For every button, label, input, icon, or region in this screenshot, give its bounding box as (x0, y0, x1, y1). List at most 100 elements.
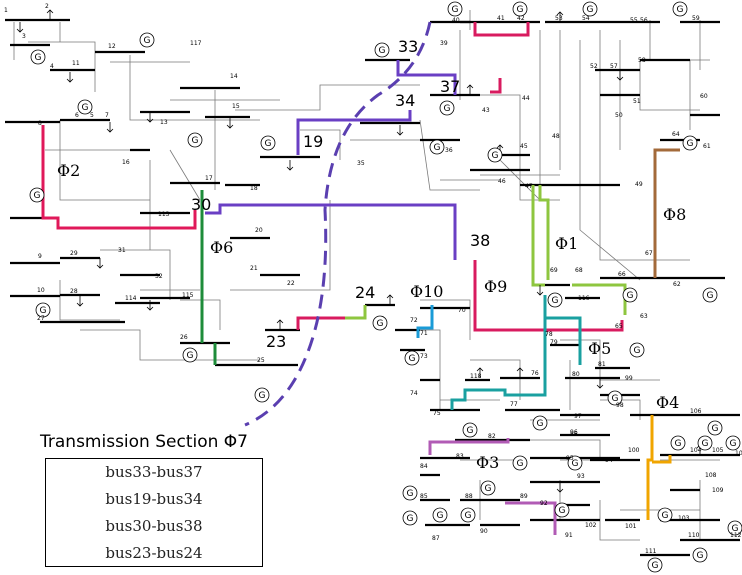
bus-number-label: 4 (50, 63, 54, 70)
bus-number-label: 60 (700, 93, 708, 100)
svg-text:G: G (559, 506, 566, 516)
bus-number-label: 47 (525, 183, 533, 190)
bus-number-label: 110 (688, 532, 700, 539)
generator-icon: G (254, 387, 270, 403)
generator-icon: G (622, 287, 638, 303)
generator-icon: G (35, 302, 51, 318)
generator-icon: G (402, 510, 418, 526)
bus-number-label: 6 (75, 112, 79, 119)
bus-number-label: 109 (712, 487, 724, 494)
generator-icon: G (672, 1, 688, 17)
generator-icon: G (657, 507, 673, 523)
svg-text:G: G (675, 439, 682, 449)
bus-number-label: 61 (703, 143, 711, 150)
svg-text:G: G (409, 354, 416, 364)
bus-number-label: 106 (690, 408, 702, 415)
phi7-line-30-38 (205, 203, 457, 260)
svg-text:G: G (652, 561, 659, 571)
bus-number-label: 74 (410, 390, 418, 397)
legend-box: bus33-bus37 bus19-bus34 bus30-bus38 bus2… (45, 458, 263, 567)
bus-number-label: 93 (577, 473, 585, 480)
bus-number-label: 52 (590, 63, 598, 70)
phi7-line-23-24b (345, 305, 367, 320)
bus-number-label: 92 (540, 500, 548, 507)
bus-number-label: 14 (230, 73, 238, 80)
bus-number-label: 31 (118, 247, 126, 254)
phi7-line-33-37 (396, 60, 457, 95)
bus-number-label: 91 (565, 532, 573, 539)
network-wires (13, 10, 720, 541)
svg-text:G: G (82, 103, 89, 113)
bus-number-label: 18 (250, 185, 258, 192)
load-arrows (16, 9, 704, 493)
bus-number-label: 73 (420, 353, 428, 360)
svg-text:G: G (465, 511, 472, 521)
bus-number-label: 87 (432, 535, 440, 542)
bus-number-label: 20 (255, 227, 263, 234)
svg-text:G: G (452, 5, 459, 15)
generator-icon: G (30, 49, 46, 65)
bus-number-label: 12 (108, 43, 116, 50)
bus-number-label: 99 (625, 375, 633, 382)
bus-number-label: 111 (645, 548, 657, 555)
bus-number-label: 26 (180, 334, 188, 341)
svg-text:G: G (517, 5, 524, 15)
key-bus-labels: 33 37 34 19 30 38 24 23 (191, 37, 490, 351)
generator-icon: G (439, 100, 455, 116)
generator-icon: G (725, 435, 741, 451)
bus-number-label: 35 (357, 160, 365, 167)
bus-number-label: 25 (257, 357, 265, 364)
bus-number-label: 29 (70, 250, 78, 257)
svg-text:G: G (702, 439, 709, 449)
legend-row: bus33-bus37 (105, 463, 203, 481)
bus-number-label: 13 (160, 119, 168, 126)
section-label-phi1: Φ1 (555, 234, 578, 253)
section-label-phi4: Φ4 (656, 393, 679, 412)
svg-text:G: G (407, 489, 414, 499)
bus-number-label: 102 (585, 522, 597, 529)
bus-number-label: 10 (37, 287, 45, 294)
bus-label-33: 33 (398, 37, 418, 56)
generator-icon: G (372, 315, 388, 331)
bus-number-label: 42 (517, 15, 525, 22)
bus-number-label: 55 (630, 17, 638, 24)
svg-text:G: G (687, 139, 694, 149)
bus-number-label: 64 (672, 131, 680, 138)
bus-number-label: 90 (480, 528, 488, 535)
generator-icon: G (487, 147, 503, 163)
bus-label-30: 30 (191, 195, 211, 214)
section-label-phi10: Φ10 (410, 282, 443, 301)
svg-text:G: G (707, 291, 714, 301)
section-lines (41, 22, 680, 535)
generator-icon: G (512, 1, 528, 17)
bus-number-label: 75 (433, 410, 441, 417)
svg-text:G: G (730, 439, 737, 449)
svg-text:G: G (612, 394, 619, 404)
generator-icon: G (512, 455, 528, 471)
generator-icon: G (547, 292, 563, 308)
bus-number-label: 72 (410, 317, 418, 324)
bus-number-label: 40 (452, 17, 460, 24)
bus-number-label: 32 (155, 273, 163, 280)
bus-number-label: 56 (640, 17, 648, 24)
phi2-line (41, 125, 197, 230)
svg-text:G: G (485, 484, 492, 494)
bus-number-label: 108 (705, 472, 717, 479)
svg-text:G: G (35, 53, 42, 63)
phi7-line-19-34 (296, 110, 412, 155)
generator-icon: G (567, 455, 583, 471)
svg-text:G: G (677, 5, 684, 15)
svg-text:G: G (572, 459, 579, 469)
bus-number-label: 58 (638, 57, 646, 64)
bus-label-38: 38 (470, 231, 490, 250)
svg-text:G: G (552, 296, 559, 306)
bus-number-label: 53 (555, 15, 563, 22)
bus-number-label: 65 (615, 323, 623, 330)
generator-icon: G (260, 135, 276, 151)
svg-text:G: G (437, 511, 444, 521)
bus-number-label: 118 (470, 373, 482, 380)
bus-number-label: 117 (190, 40, 202, 47)
svg-text:G: G (627, 291, 634, 301)
bus-number-label: 22 (287, 280, 295, 287)
